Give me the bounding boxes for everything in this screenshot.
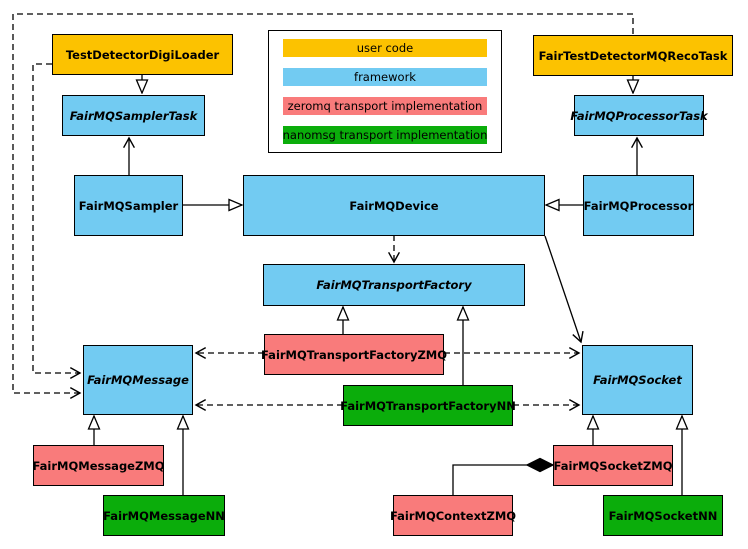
node-testdetectordigiloader: TestDetectorDigiLoader <box>52 34 233 75</box>
node-label: FairMQProcessorTask <box>570 108 708 123</box>
node-fairtestdetectormqrecotask: FairTestDetectorMQRecoTask <box>533 35 733 76</box>
node-label: FairMQContextZMQ <box>389 508 517 523</box>
node-fairmqcontextzmq: FairMQContextZMQ <box>389 495 517 536</box>
node-fairmqmessage: FairMQMessage <box>83 345 193 415</box>
node-fairmqtransportfactoryzmq: FairMQTransportFactoryZMQ <box>261 334 448 375</box>
node-fairmqmessagenn: FairMQMessageNN <box>103 495 225 536</box>
legend-label: zeromq transport implementation <box>287 99 483 113</box>
node-fairmqsocket: FairMQSocket <box>582 345 693 415</box>
node-fairmqsocketzmq: FairMQSocketZMQ <box>553 445 673 486</box>
legend-item-nanomsg: nanomsg transport implementation <box>283 126 487 144</box>
node-fairmqdevice: FairMQDevice <box>243 175 545 236</box>
node-fairmqtransportfactorynn: FairMQTransportFactoryNN <box>340 385 516 426</box>
node-label: FairMQMessageNN <box>103 508 225 523</box>
node-label: FairMQSocketNN <box>608 508 718 523</box>
node-fairmqprocessortask: FairMQProcessorTask <box>570 95 708 136</box>
node-fairmqprocessor: FairMQProcessor <box>583 175 694 236</box>
node-label: FairMQSampler <box>78 198 179 213</box>
node-label: TestDetectorDigiLoader <box>65 47 220 62</box>
legend-item-zeromq: zeromq transport implementation <box>283 97 487 115</box>
node-label: FairMQSocketZMQ <box>553 458 673 473</box>
node-label: FairMQDevice <box>349 198 439 213</box>
node-fairmqsamplertask: FairMQSamplerTask <box>62 95 205 136</box>
legend-item-user-code: user code <box>283 39 487 57</box>
edge-socketzmq-contextzmq <box>452 464 528 495</box>
node-fairmqmessagezmq: FairMQMessageZMQ <box>32 445 165 486</box>
node-label: FairMQProcessor <box>583 198 694 213</box>
edge-device-socket <box>544 235 584 344</box>
node-label: FairTestDetectorMQRecoTask <box>538 48 728 63</box>
node-label: FairMQSamplerTask <box>69 108 198 123</box>
node-label: FairMQMessage <box>87 373 189 387</box>
node-label: FairMQMessageZMQ <box>32 458 165 473</box>
composition-diamond-icon <box>525 457 555 473</box>
node-label: FairMQTransportFactory <box>316 278 472 292</box>
legend-label: user code <box>356 41 414 55</box>
legend: user code framework zeromq transport imp… <box>268 30 502 153</box>
legend-item-framework: framework <box>283 68 487 86</box>
node-fairmqsampler: FairMQSampler <box>74 175 183 236</box>
node-label: FairMQTransportFactoryNN <box>340 398 516 413</box>
node-label: FairMQSocket <box>593 373 682 387</box>
legend-label: nanomsg transport implementation <box>282 128 488 142</box>
node-fairmqsocketnn: FairMQSocketNN <box>603 495 723 536</box>
node-fairmqtransportfactory: FairMQTransportFactory <box>263 264 525 306</box>
node-label: FairMQTransportFactoryZMQ <box>261 347 448 362</box>
legend-label: framework <box>354 70 416 84</box>
